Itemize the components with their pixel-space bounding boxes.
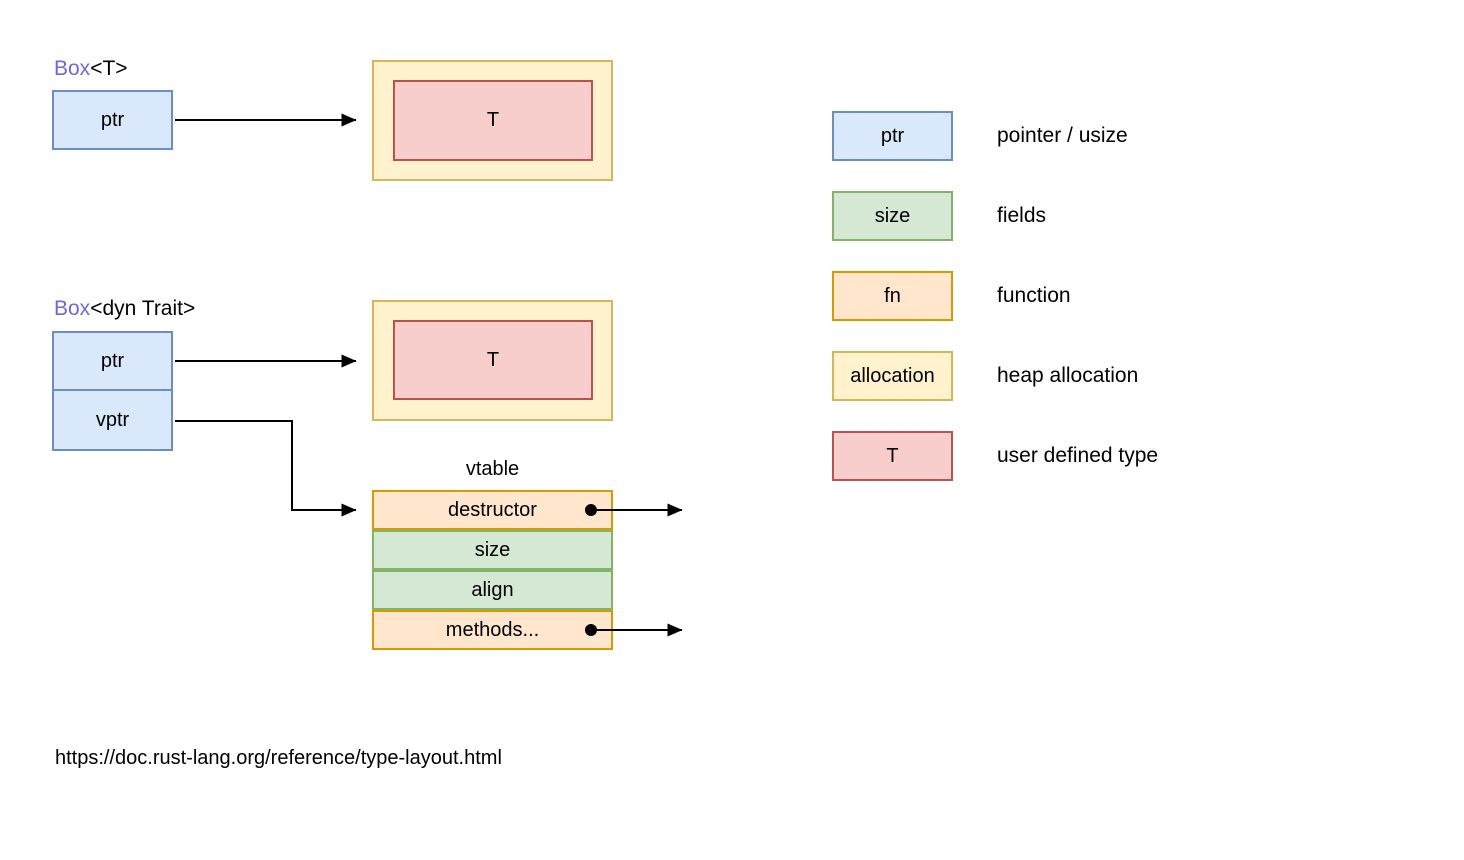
legend-desc-fields: fields — [997, 204, 1047, 227]
vtable-row-label: methods... — [445, 618, 540, 641]
box-t-type-param: <T> — [90, 57, 128, 80]
box-t-value-label: T — [486, 109, 500, 131]
box-dyn-ptr-cell: ptr — [52, 331, 173, 391]
legend-swatch-label: fn — [884, 284, 901, 307]
legend-swatch-fn: fn — [832, 271, 953, 321]
legend-desc-user-defined-type: user defined type — [997, 444, 1159, 467]
legend-swatch-label: T — [886, 444, 899, 467]
box-dyn-vptr-cell: vptr — [52, 389, 173, 451]
legend-desc-function: function — [997, 284, 1071, 307]
vtable-row-label: destructor — [448, 498, 537, 521]
legend-desc-pointer: pointer / usize — [997, 124, 1128, 147]
arrow-vptr-to-vtable — [175, 420, 357, 517]
box-dyn-value-label: T — [486, 348, 500, 371]
box-dyn-trait-type-param: <dyn Trait> — [90, 297, 196, 320]
legend-swatch-type: T — [832, 431, 953, 481]
legend-swatch-allocation: allocation — [832, 351, 953, 401]
legend-swatch-ptr: ptr — [832, 111, 953, 161]
legend-swatch-size: size — [832, 191, 953, 241]
legend-swatch-label: allocation — [850, 364, 935, 387]
box-keyword: Box — [54, 57, 91, 80]
vtable-row-label: align — [471, 578, 514, 601]
box-dyn-vptr-label: vptr — [95, 408, 130, 431]
box-t-ptr-label: ptr — [100, 108, 125, 131]
box-t-value-cell: T — [393, 80, 593, 161]
vtable-row-align: align — [372, 570, 613, 610]
legend-desc-heap-allocation: heap allocation — [997, 364, 1139, 387]
box-keyword: Box — [54, 297, 91, 320]
box-dyn-trait-title: Box<dyn Trait> — [54, 297, 195, 321]
reference-url: https://doc.rust-lang.org/reference/type… — [55, 747, 502, 769]
box-dyn-value-cell: T — [393, 320, 593, 400]
vtable-row-methods: methods... — [372, 610, 613, 650]
vtable-title: vtable — [465, 458, 520, 480]
legend-swatch-label: size — [874, 204, 911, 227]
box-t-title: Box<T> — [54, 57, 128, 81]
vtable-row-label: size — [474, 538, 511, 561]
vtable-row-destructor: destructor — [372, 490, 613, 530]
legend-swatch-label: ptr — [880, 124, 905, 147]
box-t-ptr-cell: ptr — [52, 90, 173, 150]
vtable-row-size: size — [372, 530, 613, 570]
box-dyn-ptr-label: ptr — [100, 349, 125, 372]
